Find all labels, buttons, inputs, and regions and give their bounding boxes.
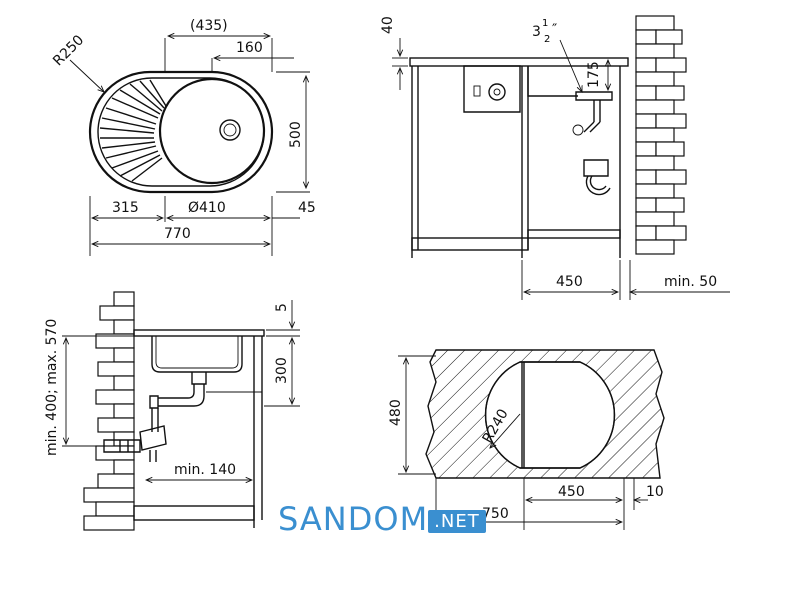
- dim-minmax: min. 400; max. 570: [44, 319, 60, 456]
- dim-min50: min. 50: [664, 274, 717, 290]
- side-view: 40 3 1 2 ″ 175 450 min. 50: [380, 15, 730, 300]
- dim-750: 750: [482, 506, 509, 522]
- brick-wall-right: [635, 15, 687, 255]
- watermark-suffix: .NET: [428, 509, 486, 533]
- watermark: SANDOM.NET: [278, 500, 486, 538]
- dim-3half-den: 2: [544, 34, 550, 45]
- knob-icon: [488, 83, 506, 101]
- dim-3half-whole: 3: [532, 24, 541, 40]
- dim-r250: R250: [50, 32, 87, 69]
- dim-40: 40: [380, 16, 396, 34]
- front-view: 5 300 min. 400; max. 570 min. 140: [44, 291, 300, 531]
- drain-icon: [219, 119, 241, 141]
- cutout-hatched-area: [425, 349, 665, 479]
- dim-435: (435): [190, 18, 228, 34]
- sink-outline: [88, 70, 274, 194]
- dim-5: 5: [274, 303, 290, 312]
- dim-3half-inch: ″: [552, 22, 557, 38]
- dim-10: 10: [646, 484, 664, 500]
- dim-d410: Ø410: [188, 200, 226, 216]
- dim-300: 300: [274, 357, 290, 384]
- dim-160: 160: [236, 40, 263, 56]
- dim-500: 500: [288, 121, 304, 148]
- bowl-outline: [158, 77, 266, 185]
- dim-45: 45: [298, 200, 316, 216]
- drainboard-ribs: [99, 79, 167, 182]
- top-view: (435) 160 R250 500 315 Ø410 45 770: [50, 18, 316, 256]
- dim-3half-num: 1: [542, 18, 548, 29]
- dim-175: 175: [586, 61, 602, 88]
- dim-315: 315: [112, 200, 139, 216]
- dim-450-side: 450: [556, 274, 583, 290]
- dim-770: 770: [164, 226, 191, 242]
- dim-min140: min. 140: [174, 462, 236, 478]
- brick-wall-left: [83, 291, 135, 531]
- dim-450-cutout: 450: [558, 484, 585, 500]
- dim-480: 480: [388, 399, 404, 426]
- cutout-view: 480 R240 450 10 750: [388, 349, 665, 530]
- watermark-main: SANDOM: [278, 500, 429, 538]
